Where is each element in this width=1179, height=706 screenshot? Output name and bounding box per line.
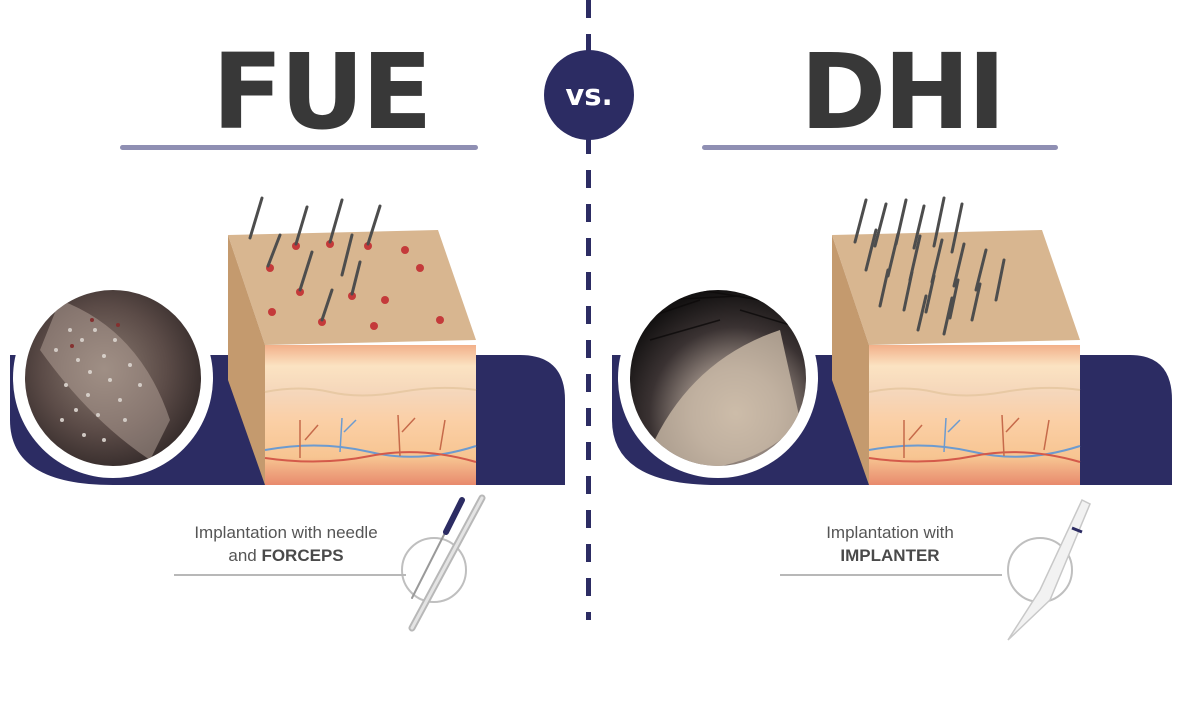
fue-skin-side — [228, 235, 265, 485]
needle-and-forceps-icon — [401, 537, 467, 603]
vs-badge: vs. — [544, 50, 634, 140]
fue-title: FUE — [212, 31, 433, 153]
fue-caption-line1: Implantation with needle — [194, 523, 378, 542]
dhi-skin-side — [832, 235, 869, 485]
fue-illustration — [10, 196, 565, 632]
fue-caption-prefix: and — [228, 545, 262, 565]
dhi-skin-layers — [869, 345, 1080, 485]
implanter-pen — [1007, 498, 1091, 641]
fue-caption-tool: FORCEPS — [261, 545, 344, 565]
fue-title-underline — [120, 145, 478, 150]
fue-skin-layers — [265, 345, 476, 485]
dhi-title-underline — [702, 145, 1058, 150]
dhi-illustration — [612, 196, 1172, 641]
forceps — [408, 494, 486, 632]
fue-caption: Implantation with needle and FORCEPS — [168, 522, 404, 568]
dhi-caption-line2: IMPLANTER — [790, 545, 990, 568]
fue-caption-line — [174, 574, 406, 576]
dhi-title: DHI — [800, 31, 1006, 153]
needle — [411, 497, 465, 599]
dhi-caption: Implantation with IMPLANTER — [790, 522, 990, 568]
center-dashed-divider — [586, 0, 591, 620]
fue-skin-top — [228, 230, 476, 345]
dhi-caption-line — [780, 574, 1002, 576]
dhi-caption-line1: Implantation with — [826, 523, 954, 542]
dhi-caption-tool: IMPLANTER — [840, 545, 940, 565]
fue-caption-line2: and FORCEPS — [168, 545, 404, 568]
